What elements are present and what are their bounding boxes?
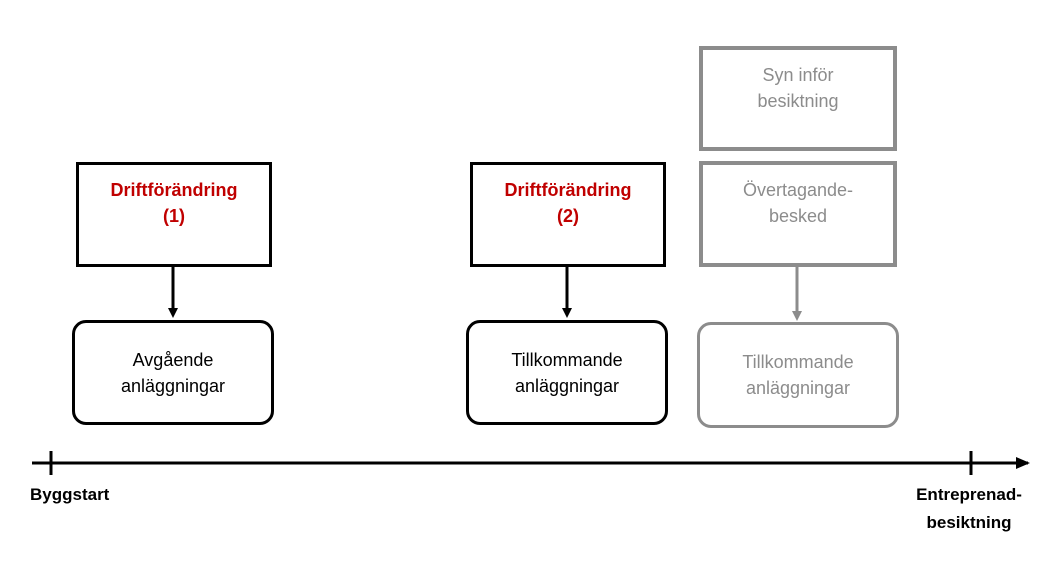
inspection-prep-line1: Syn inför	[762, 65, 834, 85]
incoming-facilities-final-line2: anläggningar	[745, 378, 851, 398]
incoming-facilities-box: Tillkommande anläggningar	[466, 320, 668, 425]
operational-change-1-box: Driftförändring (1)	[76, 162, 272, 267]
takeover-notice-line1: Övertagande-	[742, 180, 854, 200]
operational-change-1-title: Driftförändring	[110, 180, 238, 200]
outgoing-facilities-line2: anläggningar	[120, 375, 226, 396]
operational-change-2-title: Driftförändring	[504, 180, 632, 200]
timeline-end-label-line1: Entreprenad-	[916, 485, 1022, 504]
incoming-facilities-final-box: Tillkommande anläggningar	[697, 322, 899, 428]
takeover-notice-box: Övertagande- besked	[699, 161, 897, 267]
incoming-facilities-final-line1: Tillkommande	[742, 352, 854, 372]
incoming-facilities-line1: Tillkommande	[511, 349, 623, 370]
operational-change-2-number: (2)	[556, 206, 579, 226]
inspection-prep-box: Syn inför besiktning	[699, 46, 897, 151]
outgoing-facilities-line1: Avgående	[132, 349, 214, 370]
timeline-end-label: Entreprenad- besiktning	[904, 481, 1034, 537]
timeline-start-label: Byggstart	[30, 485, 110, 504]
takeover-notice-line2: besked	[768, 206, 828, 226]
operational-change-1-number: (1)	[162, 206, 185, 226]
operational-change-2-box: Driftförändring (2)	[470, 162, 666, 267]
incoming-facilities-line2: anläggningar	[514, 375, 620, 396]
inspection-prep-line2: besiktning	[757, 91, 839, 111]
outgoing-facilities-box: Avgående anläggningar	[72, 320, 274, 425]
timeline-end-label-line2: besiktning	[926, 513, 1012, 532]
